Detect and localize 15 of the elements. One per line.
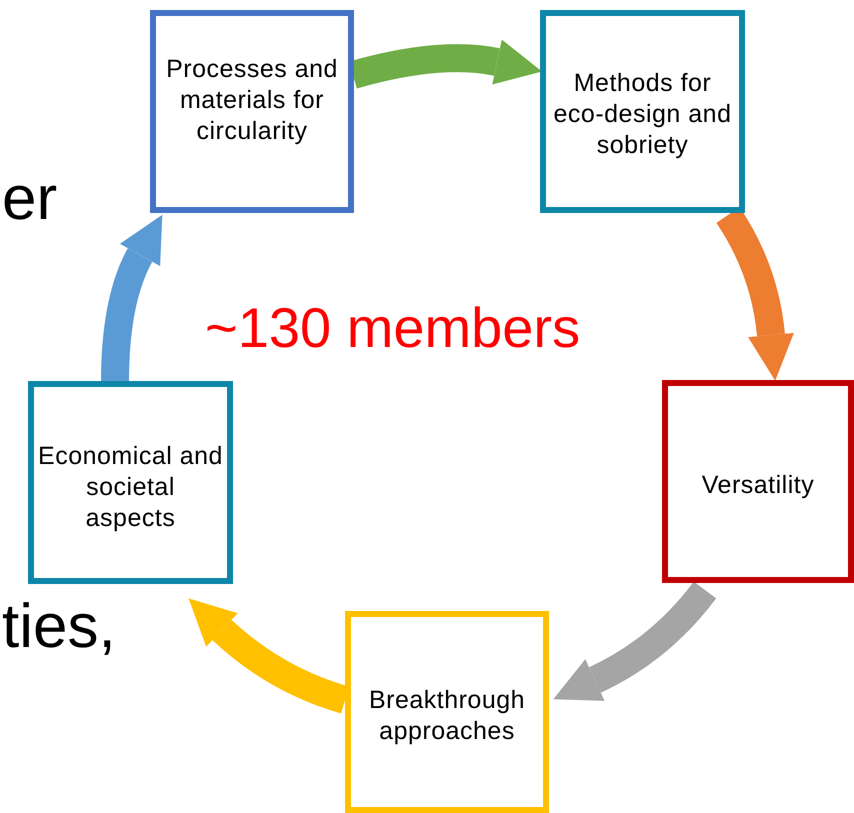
curved-arrow: [101, 214, 162, 382]
box-label: Versatility: [700, 470, 816, 501]
box-label: Economical and societal aspects: [37, 441, 224, 534]
partial-text: er: [2, 168, 58, 230]
process-box: [28, 381, 233, 584]
process-box: [540, 10, 745, 213]
member-count: ~130 members: [205, 300, 580, 356]
box-label: Methods for eco-design and sobriety: [552, 68, 732, 161]
process-box: [662, 380, 854, 583]
process-box: [345, 611, 549, 813]
partial-text: ties,: [2, 596, 116, 658]
process-box: [150, 10, 354, 213]
box-label: Breakthrough approaches: [368, 685, 526, 747]
box-label: Processes and materials for circularity: [165, 54, 339, 147]
curved-arrow: [554, 581, 716, 701]
